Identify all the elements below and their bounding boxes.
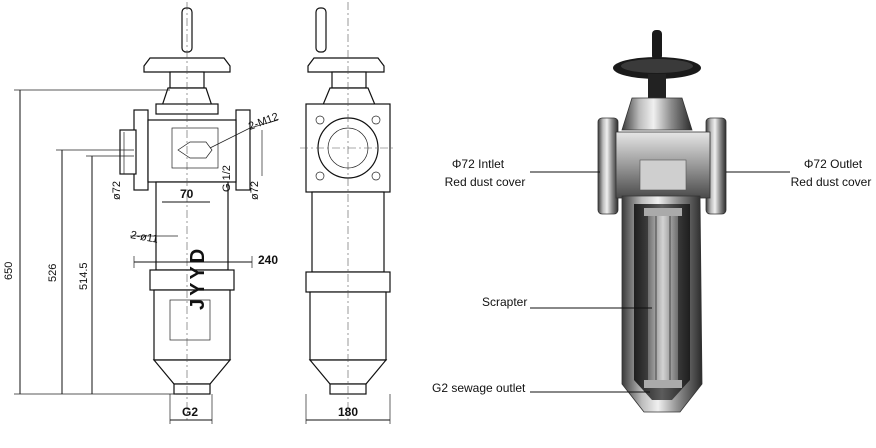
- label-sewage-outlet: G2 sewage outlet: [432, 381, 526, 395]
- side-view: 180: [300, 2, 396, 424]
- label-outlet-1: Φ72 Outlet: [804, 157, 863, 171]
- dim-flange-right: ø72: [249, 181, 261, 200]
- label-inlet-2: Red dust cover: [445, 175, 526, 189]
- dim-514-5: 514.5: [78, 262, 90, 290]
- render-inlet-flange: [597, 117, 619, 215]
- dim-650: 650: [3, 262, 15, 280]
- valve-body: [147, 119, 237, 183]
- handwheel: [143, 57, 231, 73]
- housing-upper: [155, 181, 229, 271]
- body-lettering: JYYD: [187, 246, 209, 310]
- dim-526: 526: [47, 264, 59, 282]
- render-bonnet: [621, 97, 693, 131]
- dim-flange-left: ø72: [111, 181, 123, 200]
- render-callouts: Φ72 Intlet Red dust cover Φ72 Outlet Red…: [432, 157, 871, 395]
- dim-g2: G2: [182, 405, 198, 419]
- side-wheel-hub: [331, 71, 367, 89]
- dim-2-o11: 2-ø11: [129, 229, 159, 246]
- render-scraper: [648, 210, 678, 388]
- flow-indicator: [177, 141, 213, 159]
- label-inlet-1: Φ72 Intlet: [452, 157, 505, 171]
- dim-70: 70: [180, 187, 194, 201]
- front-view: JYYD: [119, 2, 251, 420]
- inlet-pipe: [119, 129, 137, 175]
- product-render: [597, 30, 727, 413]
- side-handle-knob: [315, 7, 327, 53]
- label-scrapter: Scrapter: [482, 295, 527, 309]
- dim-180: 180: [338, 405, 358, 419]
- dim-2-m12: 2-M12: [247, 111, 280, 133]
- dim-240: 240: [258, 253, 278, 267]
- side-handwheel: [307, 57, 385, 73]
- dim-g-half: G 1/2: [221, 165, 233, 192]
- label-outlet-2: Red dust cover: [791, 175, 872, 189]
- housing-cone: [152, 359, 232, 385]
- drain-port: [173, 383, 211, 395]
- render-handle: [652, 30, 662, 60]
- housing-lower: [153, 289, 231, 361]
